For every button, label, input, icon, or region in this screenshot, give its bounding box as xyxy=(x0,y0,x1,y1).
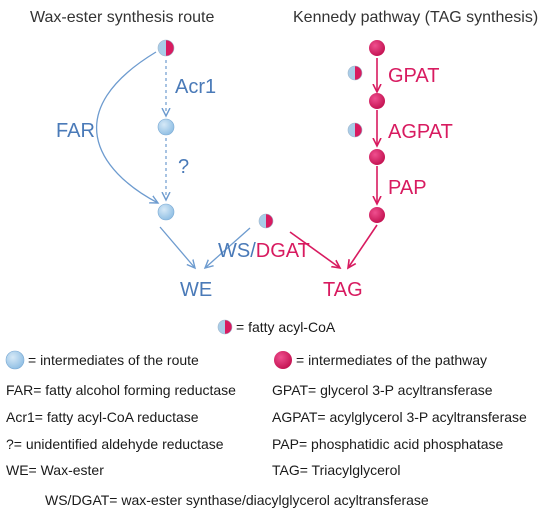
ws-label: WS/ xyxy=(218,240,256,262)
blue-intermediate-icon xyxy=(157,203,175,221)
acr1-label: Acr1 xyxy=(175,76,217,98)
wax-route-heading: Wax-ester synthesis route xyxy=(30,9,215,26)
legend-magenta-intermediate-icon xyxy=(274,351,292,369)
abbr-unidentified: ?= unidentified aldehyde reductase xyxy=(6,436,224,452)
gpat-label: GPAT xyxy=(388,65,440,87)
unidentified-reductase-label: ? xyxy=(178,156,190,178)
abbr-gpat: GPAT= glycerol 3-P acyltransferase xyxy=(272,382,493,398)
agpat-label: AGPAT xyxy=(388,121,453,143)
far-label: FAR xyxy=(56,120,95,142)
blue-intermediate-icon xyxy=(157,118,175,136)
abbr-far: FAR= fatty alcohol forming reductase xyxy=(6,382,236,398)
abbr-agpat: AGPAT= acylglycerol 3-P acyltransferase xyxy=(272,409,527,425)
magenta-intermediate-icon xyxy=(369,149,385,165)
tag-label: TAG xyxy=(323,279,363,301)
pap-label: PAP xyxy=(388,177,427,199)
abbr-ws-dgat: WS/DGAT= wax-ester synthase/diacylglycer… xyxy=(45,492,429,508)
abbr-acr1: Acr1= fatty acyl-CoA reductase xyxy=(6,409,199,425)
legend-blue-intermediate-icon xyxy=(5,350,25,370)
abbr-tag: TAG= Triacylglycerol xyxy=(272,462,401,478)
acyl-coa-icon xyxy=(157,39,175,57)
kennedy-heading: Kennedy pathway (TAG synthesis) xyxy=(293,9,539,26)
acyl-coa-icon xyxy=(258,213,274,229)
acyl-coa-icon xyxy=(347,122,363,138)
abbr-we: WE= Wax-ester xyxy=(6,462,104,478)
ws-dgat-label: WS/DGAT xyxy=(218,241,310,261)
we-label: WE xyxy=(180,279,213,301)
tag-arrow-right xyxy=(348,224,378,268)
far-arrow xyxy=(95,51,158,203)
route-to-we-arrow-left xyxy=(159,226,195,268)
dgat-label: DGAT xyxy=(255,240,310,262)
acyl-coa-icon xyxy=(347,65,363,81)
tag-arrow-left xyxy=(289,231,340,268)
magenta-intermediate-icon xyxy=(369,207,385,223)
legend-acyl-coa-icon xyxy=(217,319,233,335)
legend-blue-intermediates-text: = intermediates of the route xyxy=(28,352,199,368)
route-to-we-arrow-right xyxy=(205,227,251,268)
magenta-intermediate-icon xyxy=(369,40,385,56)
legend-acyl-coa-text: = fatty acyl-CoA xyxy=(236,319,336,335)
legend-magenta-intermediates-text: = intermediates of the pathway xyxy=(296,352,488,368)
magenta-intermediate-icon xyxy=(369,93,385,109)
abbr-pap: PAP= phosphatidic acid phosphatase xyxy=(272,436,504,452)
